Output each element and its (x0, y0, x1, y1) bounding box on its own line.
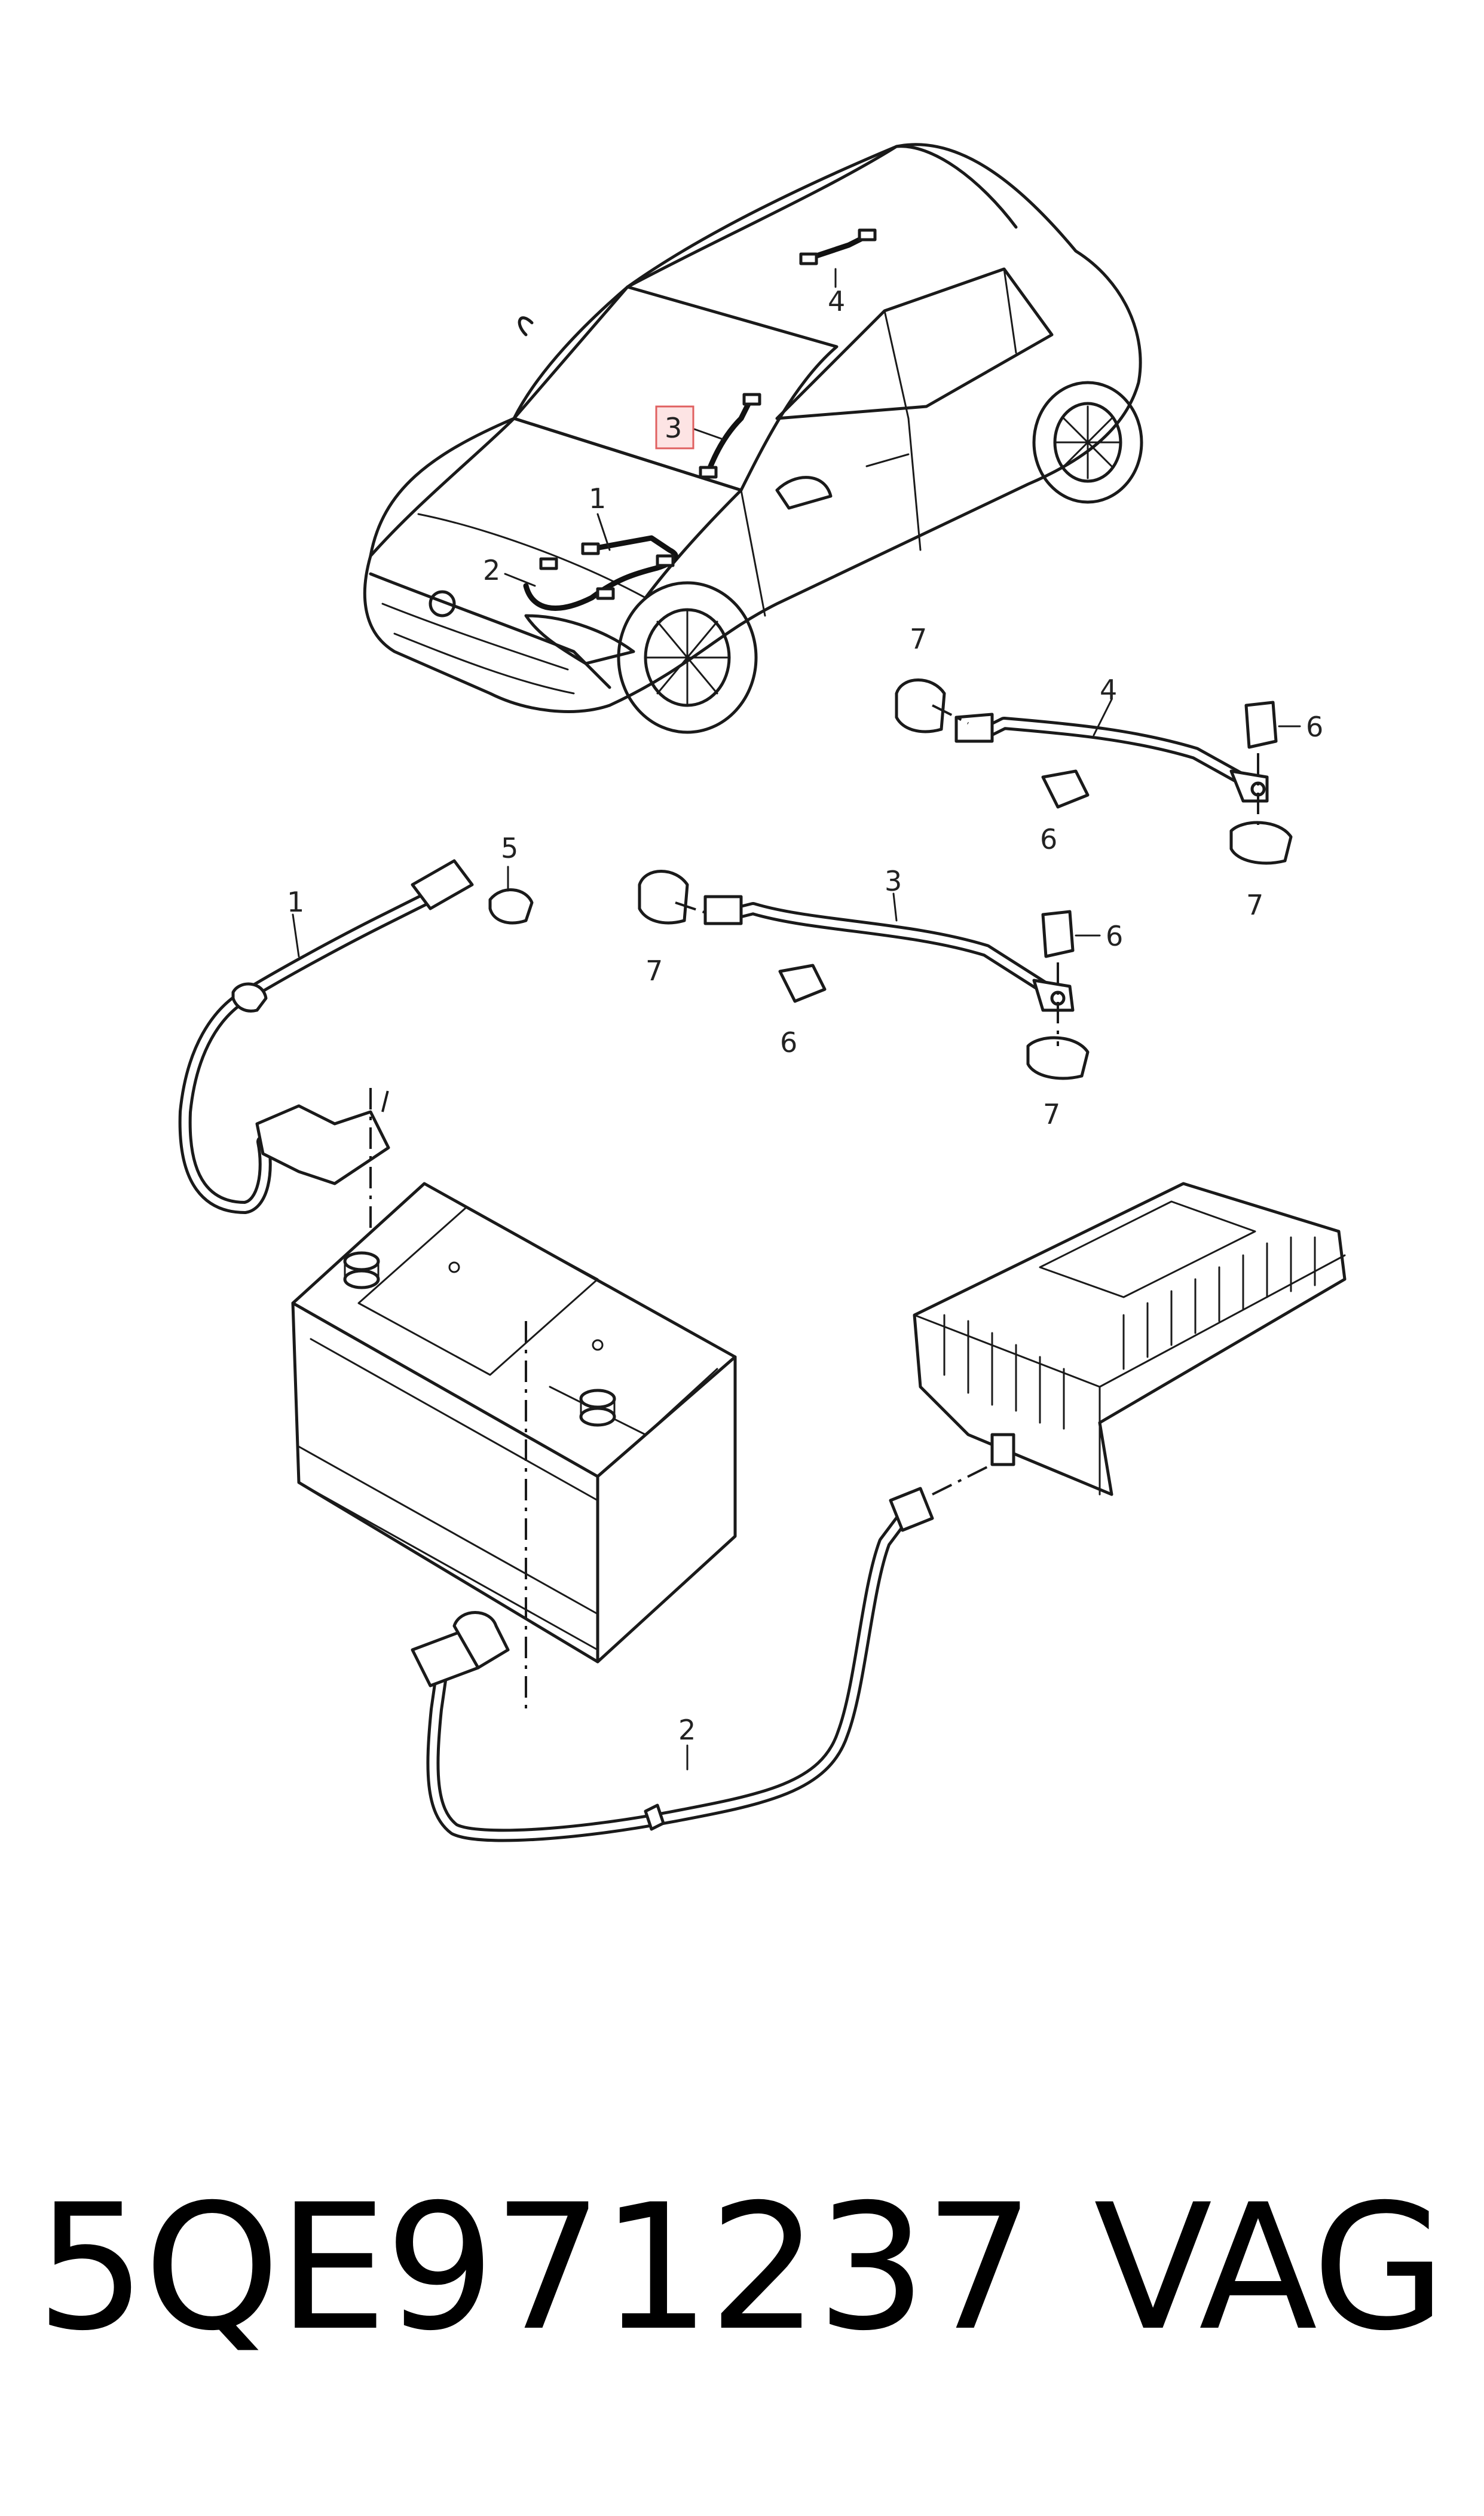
battery (291, 1182, 737, 1710)
highlight-box (655, 405, 694, 450)
brand-label: VAG (1094, 2168, 1446, 2369)
callout-bolt-6c: 6 (1106, 920, 1123, 952)
callout-bolt-6d: 6 (780, 1026, 797, 1059)
callout-cable-4: 4 (1100, 674, 1117, 706)
footer: 5QE971237 VAG (0, 2182, 1484, 2421)
part-number: 5QE971237 (36, 2168, 1035, 2369)
parts-diagram: 1 2 3 4 4 6 6 7 7 (178, 143, 1347, 1842)
callout-cable-2: 2 (678, 1714, 696, 1746)
callout-cable-3: 3 (885, 865, 902, 897)
callout-bolt-7c: 7 (645, 955, 663, 987)
callout-bolt-7a: 7 (910, 623, 927, 655)
car-illustration: 1 2 3 4 (363, 143, 1143, 734)
cable-1-assembly: 1 5 (178, 832, 534, 1267)
callout-nut-5: 5 (501, 832, 518, 864)
callout-cable-1: 1 (287, 886, 304, 918)
callout-bolt-6a: 6 (1306, 711, 1323, 743)
callout-bolt-7b: 7 (1246, 889, 1263, 921)
cable-3-assembly: 3 6 6 7 7 (638, 865, 1123, 1130)
fuse-box (913, 1182, 1347, 1496)
callout-car-3: 3 (665, 412, 682, 444)
callout-car-1: 1 (589, 482, 606, 515)
callout-car-4: 4 (828, 285, 845, 317)
callout-bolt-6b: 6 (1040, 823, 1057, 855)
cable-2-assembly: 2 (411, 1487, 934, 1842)
callout-bolt-7d: 7 (1043, 1098, 1060, 1130)
callout-car-2: 2 (483, 554, 500, 586)
cable-4-assembly: 4 6 6 7 7 (895, 623, 1323, 921)
